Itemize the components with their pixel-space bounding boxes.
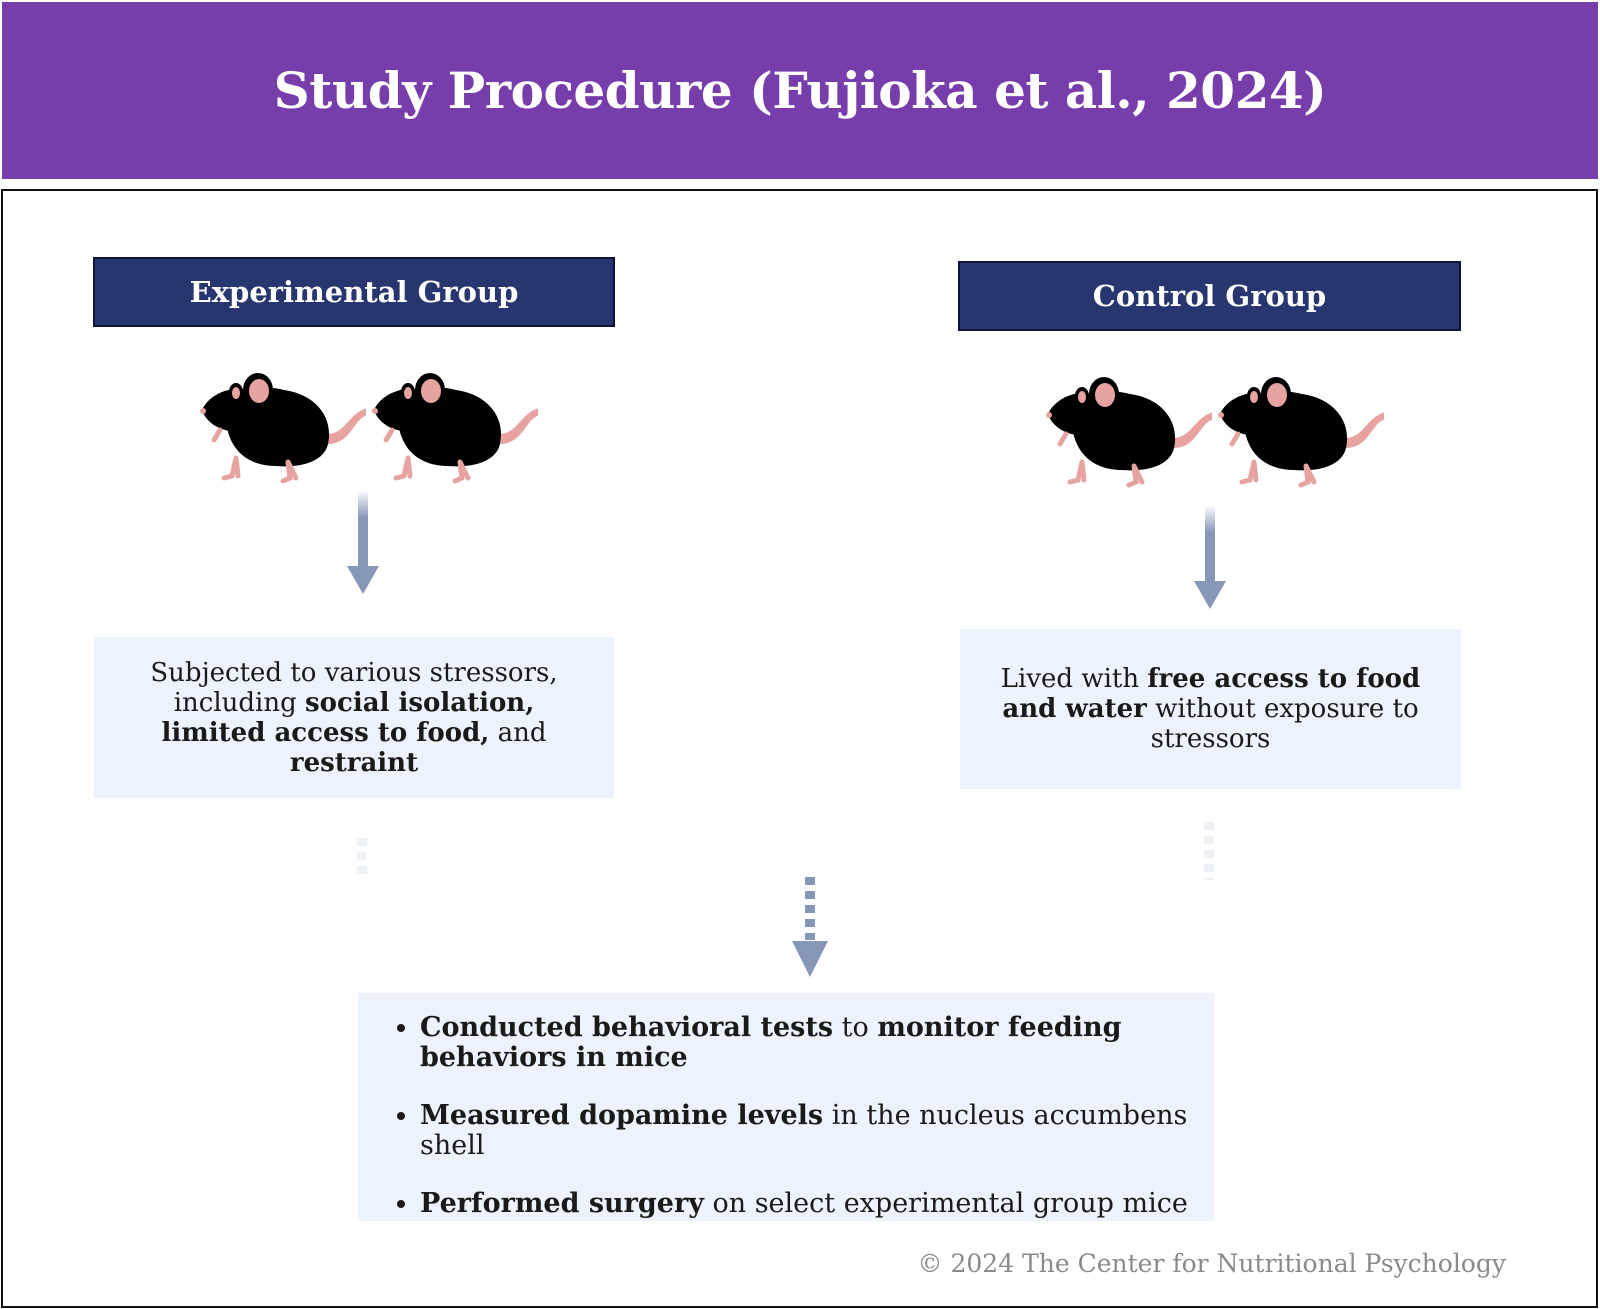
outcome-bold: Conducted behavioral tests [420,1012,834,1043]
outcome-text: on select experimental group mice [703,1188,1188,1219]
experimental-desc-text: Subjected to various stressors, includin… [150,657,558,718]
outcome-bold: Performed surgery [420,1188,704,1219]
outcome-bold: monitor feeding behaviors in mice [420,1012,1122,1073]
experimental-group-title: Experimental Group [93,257,615,327]
outcomes-box: Conducted behavioral tests to monitor fe… [358,993,1214,1221]
list-item: Performed surgery on select experimental… [420,1189,1194,1219]
page-title: Study Procedure (Fujioka et al., 2024) [273,61,1327,120]
experimental-desc-bold: social isolation, limited access to food… [161,687,535,748]
down-arrow-icon [792,941,828,977]
merge-connector [357,822,1214,977]
outcome-text: in the nucleus accumbens shell [420,1100,1188,1161]
list-item: Conducted behavioral tests to monitor fe… [420,1013,1194,1073]
header-banner: Study Procedure (Fujioka et al., 2024) [2,2,1598,179]
control-description: Lived with free access to food and water… [960,629,1461,789]
experimental-desc-text: and [489,717,547,748]
experimental-desc-bold: restraint [289,747,419,778]
control-group-title: Control Group [958,261,1461,331]
list-item: Measured dopamine levels in the nucleus … [420,1101,1194,1161]
down-arrow-icon [347,490,379,594]
control-desc-text: without exposure to stressors [1146,694,1419,754]
control-desc-bold: free access to food and water [1002,664,1421,724]
down-arrow-icon [1194,505,1226,609]
control-desc-text: Lived with [1000,664,1148,694]
outcome-bold: Measured dopamine levels [420,1100,824,1131]
outcome-text: to [833,1012,878,1043]
copyright-notice: © 2024 The Center for Nutritional Psycho… [917,1249,1506,1278]
outcomes-list: Conducted behavioral tests to monitor fe… [398,1013,1194,1219]
experimental-description: Subjected to various stressors, includin… [94,637,614,798]
